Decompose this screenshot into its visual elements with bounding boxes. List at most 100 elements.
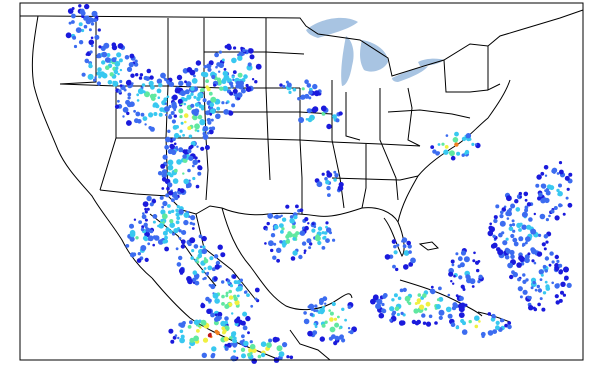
precip-echo: [332, 114, 337, 119]
precip-echo: [78, 40, 84, 45]
precip-echo: [212, 292, 219, 299]
precip-echo: [207, 265, 213, 271]
precip-echo: [210, 96, 217, 103]
precip-echo: [158, 223, 164, 229]
precip-echo: [191, 164, 195, 168]
precip-echo: [556, 188, 560, 193]
precip-echo: [539, 297, 543, 301]
precip-echo: [341, 307, 345, 311]
precip-echo: [160, 72, 166, 79]
precip-echo: [210, 118, 214, 122]
precip-echo: [333, 317, 338, 321]
precip-echo: [189, 221, 193, 225]
precip-echo: [328, 309, 332, 312]
precip-echo: [178, 255, 183, 261]
precip-echo: [162, 230, 168, 236]
state-line-19: [443, 59, 489, 93]
precip-echo: [444, 145, 449, 149]
precip-echo: [213, 320, 219, 326]
precip-echo: [226, 43, 231, 49]
precip-echo: [416, 319, 422, 325]
precip-echo: [193, 95, 197, 99]
precip-echo: [194, 129, 198, 132]
precip-echo: [169, 219, 174, 224]
precip-echo: [211, 267, 216, 272]
precip-echo: [186, 84, 189, 87]
precip-echo: [157, 171, 163, 176]
precip-echo: [224, 346, 229, 351]
precip-echo: [179, 129, 183, 133]
precip-echo: [129, 231, 136, 238]
precip-echo: [232, 343, 237, 348]
precip-echo: [472, 259, 476, 263]
precip-echo: [396, 243, 400, 247]
precip-echo: [224, 316, 229, 321]
precip-echo: [553, 206, 558, 210]
precip-echo: [381, 308, 386, 313]
precip-echo: [389, 306, 395, 312]
precip-echo: [414, 302, 418, 305]
precip-echo: [543, 247, 547, 251]
precip-echo: [90, 36, 94, 40]
precip-echo: [445, 134, 449, 137]
precip-echo: [101, 72, 108, 79]
precip-echo: [87, 73, 94, 80]
precip-echo: [225, 294, 229, 298]
precip-echo: [392, 310, 397, 315]
precip-echo: [455, 325, 460, 330]
precip-echo: [460, 318, 465, 324]
precip-echo: [554, 254, 559, 260]
precip-echo: [137, 88, 144, 95]
precip-echo: [172, 178, 179, 184]
precip-echo: [191, 78, 198, 84]
precip-echo: [454, 303, 459, 309]
precip-echo: [504, 254, 510, 260]
precip-echo: [260, 341, 267, 348]
precip-echo: [162, 154, 168, 160]
precip-echo: [196, 129, 200, 133]
precip-echo: [194, 280, 200, 286]
precip-echo: [508, 226, 514, 232]
precip-echo: [231, 57, 237, 64]
precip-echo: [329, 326, 336, 333]
precip-echo: [205, 272, 209, 276]
precip-echo: [422, 321, 427, 325]
precip-echo: [221, 294, 225, 299]
precip-echo: [142, 90, 146, 94]
precip-echo: [144, 210, 148, 214]
precip-echo: [537, 288, 543, 293]
precip-echo: [558, 161, 563, 165]
precip-echo: [337, 315, 340, 319]
precip-echo: [282, 244, 286, 248]
precip-echo: [344, 318, 347, 322]
precip-echo: [327, 193, 331, 198]
precip-echo: [285, 80, 289, 84]
precip-echo: [506, 217, 510, 220]
precip-echo: [273, 215, 277, 219]
precip-echo: [279, 83, 283, 87]
precip-echo: [166, 95, 170, 98]
precip-echo: [197, 165, 203, 170]
precip-echo: [321, 246, 326, 250]
precip-echo: [233, 46, 237, 50]
precip-echo: [237, 72, 243, 78]
precip-echo: [223, 336, 229, 342]
precip-echo: [217, 315, 222, 320]
map-border: [19, 2, 584, 361]
precip-echo: [533, 212, 536, 216]
precip-echo: [160, 209, 166, 215]
precip-echo: [492, 329, 498, 334]
precip-echo: [214, 298, 220, 304]
precip-echo: [129, 53, 135, 59]
precip-echo: [320, 105, 327, 112]
precip-echo: [199, 119, 206, 126]
precip-echo: [134, 59, 138, 63]
precip-echo: [236, 294, 240, 298]
precip-echo: [460, 250, 467, 256]
precip-echo: [155, 104, 160, 109]
precip-echo: [237, 55, 243, 61]
central-america-border: [289, 329, 331, 361]
precip-echo: [148, 112, 154, 118]
precip-echo: [228, 289, 232, 294]
precip-echo: [292, 237, 297, 241]
